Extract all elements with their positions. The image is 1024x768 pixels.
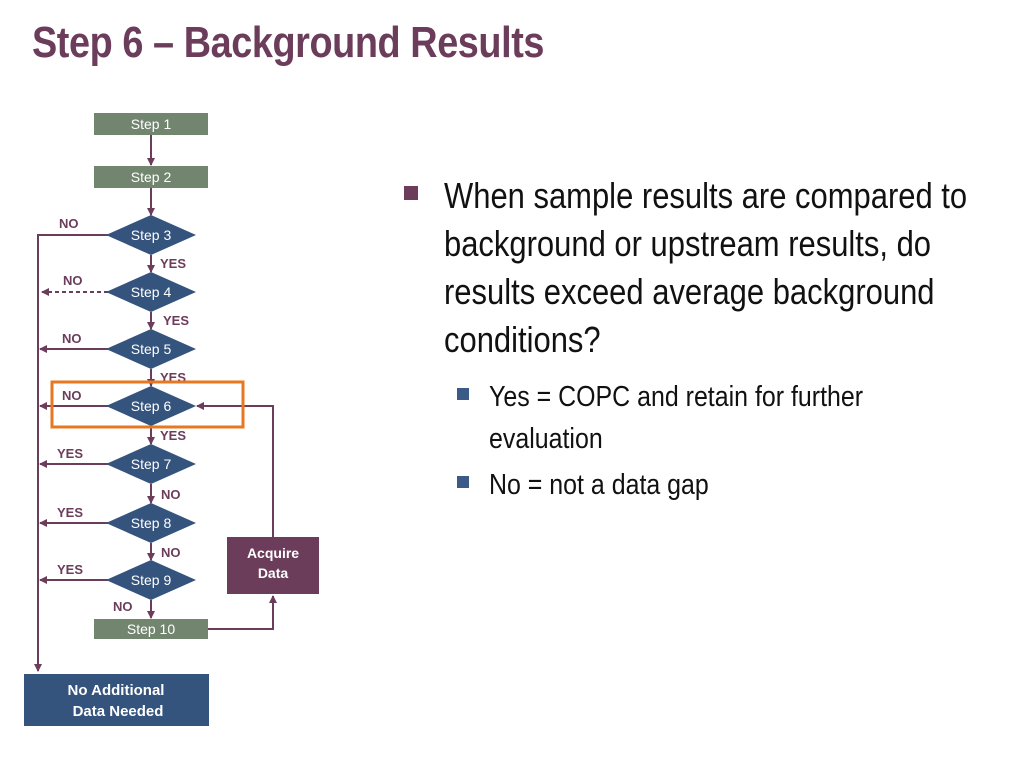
- step10-box: [94, 619, 208, 639]
- exit-line-step3: [34, 234, 108, 672]
- step1-label: Step 1: [131, 116, 172, 132]
- step2-label: Step 2: [131, 169, 172, 185]
- decision-nodes: Step 3 Step 4 Step 5 Step 6 Step 7 Step …: [106, 215, 196, 600]
- step4-label: Step 4: [131, 284, 172, 300]
- no-additional-data-label-line1: No Additional: [68, 682, 165, 699]
- sub-bullet-yes-text: Yes = COPC and retain for further evalua…: [489, 381, 864, 455]
- step7-diamond: [106, 444, 196, 484]
- arrow-step10-acquire: [208, 595, 277, 630]
- step4-diamond: [106, 272, 196, 312]
- no-additional-data-box: [24, 674, 209, 726]
- arrow-acquire-step6: [196, 402, 274, 539]
- branch-label-step7: YES: [57, 446, 83, 461]
- branch-label-step6: NO: [62, 388, 82, 403]
- main-bullet: When sample results are compared to back…: [404, 172, 1004, 364]
- branch-label-step3: NO: [59, 216, 79, 231]
- branch-label-step4: NO: [63, 273, 83, 288]
- acquire-loop-arrows: [196, 402, 277, 630]
- sub-bullet-no: No = not a data gap: [404, 464, 1004, 506]
- main-bullet-text: When sample results are compared to back…: [444, 175, 968, 360]
- step8-label: Step 8: [131, 515, 172, 531]
- branch-labels: NO NO NO NO YES YES YES: [57, 216, 83, 577]
- decision-flowchart: Step 1 Step 2 Step 10 Step 3 Step 4 Step…: [24, 113, 319, 726]
- step7-label: Step 7: [131, 456, 172, 472]
- bullet-list: When sample results are compared to back…: [404, 172, 1004, 510]
- no-additional-data-label-line2: Data Needed: [73, 703, 164, 720]
- step6-diamond: [106, 386, 196, 426]
- bullet-square-icon: [404, 186, 418, 200]
- step6-highlight: [50, 380, 245, 429]
- down-label-step6: YES: [160, 428, 186, 443]
- step9-diamond: [106, 560, 196, 600]
- step10-label: Step 10: [127, 621, 175, 637]
- step3-diamond: [106, 215, 196, 255]
- bullet-square-icon: [457, 476, 469, 488]
- bullet-square-icon: [457, 388, 469, 400]
- branch-label-step8: YES: [57, 505, 83, 520]
- acquire-data-box: [227, 537, 319, 594]
- step3-label: Step 3: [131, 227, 172, 243]
- acquire-data-label-line2: Data: [258, 565, 289, 581]
- sub-bullet-list: Yes = COPC and retain for further evalua…: [404, 376, 1004, 506]
- step1-box: [94, 113, 208, 135]
- step5-diamond: [106, 329, 196, 369]
- down-label-step4: YES: [163, 313, 189, 328]
- down-label-step3: YES: [160, 256, 186, 271]
- exit-branch-arrows: [34, 234, 108, 672]
- branch-label-step9: YES: [57, 562, 83, 577]
- slide-title: Step 6 – Background Results: [32, 18, 544, 67]
- step8-diamond: [106, 503, 196, 543]
- step5-label: Step 5: [131, 341, 172, 357]
- down-label-step7: NO: [161, 487, 181, 502]
- down-labels: YES YES YES YES NO NO NO: [113, 256, 189, 614]
- step2-box: [94, 166, 208, 188]
- down-label-step9: NO: [113, 599, 133, 614]
- branch-label-step5: NO: [62, 331, 82, 346]
- step9-label: Step 9: [131, 572, 172, 588]
- sub-bullet-no-text: No = not a data gap: [489, 469, 709, 501]
- step6-label: Step 6: [131, 398, 172, 414]
- sub-bullet-yes: Yes = COPC and retain for further evalua…: [404, 376, 1004, 460]
- acquire-data-label-line1: Acquire: [247, 545, 299, 561]
- down-label-step8: NO: [161, 545, 181, 560]
